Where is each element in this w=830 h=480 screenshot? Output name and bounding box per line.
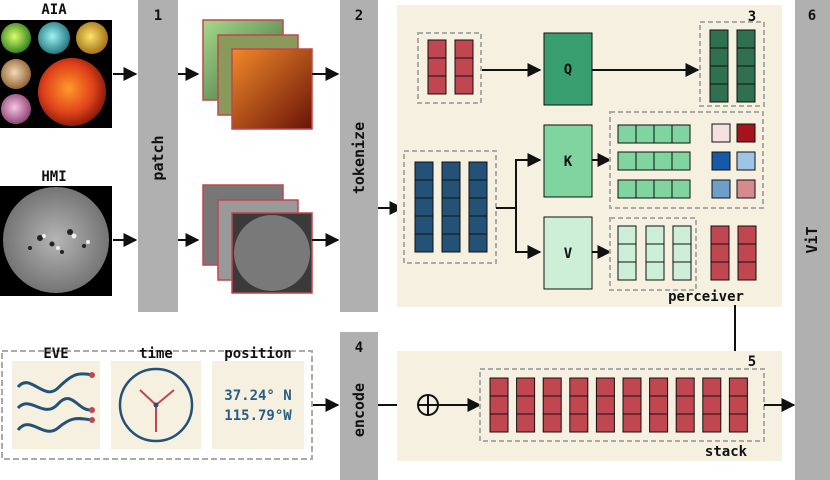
key-tokens bbox=[617, 124, 691, 199]
key-token bbox=[617, 124, 691, 144]
input-token bbox=[468, 161, 488, 253]
stacked-token bbox=[649, 377, 669, 433]
stack-number: 5 bbox=[748, 354, 756, 370]
perceiver-label: perceiver bbox=[668, 289, 744, 305]
key-projection bbox=[543, 124, 593, 198]
encode-number: 4 bbox=[355, 340, 363, 356]
input-tokens bbox=[414, 161, 488, 253]
value-label: V bbox=[564, 246, 573, 262]
latent-token bbox=[454, 39, 474, 95]
position-label: position bbox=[224, 346, 291, 362]
attended-tokens bbox=[710, 225, 757, 281]
value-tokens-box bbox=[609, 217, 697, 291]
latitude-text: 37.24° N bbox=[224, 388, 291, 404]
eve-spectra-icon bbox=[16, 372, 93, 433]
stacked-token bbox=[675, 377, 695, 433]
add-operator-icon bbox=[417, 394, 439, 416]
stacked-token bbox=[489, 377, 509, 433]
vit-panel bbox=[795, 0, 830, 480]
value-tokens bbox=[617, 225, 692, 281]
stacked-token bbox=[702, 377, 722, 433]
hmi-patch-stack bbox=[202, 184, 313, 294]
tokenize-panel bbox=[340, 0, 378, 312]
patch-panel bbox=[138, 0, 178, 312]
output-tokens-box bbox=[699, 21, 765, 107]
output-token bbox=[709, 29, 729, 103]
time-label: time bbox=[139, 346, 173, 362]
patch-number: 1 bbox=[154, 8, 162, 24]
stack-label: stack bbox=[705, 444, 748, 460]
stacked-token bbox=[542, 377, 562, 433]
attention-weight-cell bbox=[736, 179, 756, 199]
position-panel bbox=[212, 361, 304, 449]
encode-panel bbox=[340, 332, 378, 480]
attention-weight-cell bbox=[711, 151, 731, 171]
patch-label: patch bbox=[149, 135, 167, 180]
key-label: K bbox=[564, 154, 573, 170]
attended-token bbox=[710, 225, 730, 281]
output-tokens bbox=[709, 29, 756, 103]
vit-label: ViT bbox=[803, 226, 821, 253]
stacked-tokens bbox=[489, 377, 748, 433]
attention-region bbox=[609, 111, 764, 209]
value-token bbox=[672, 225, 692, 281]
key-token bbox=[617, 179, 691, 199]
hmi-label: HMI bbox=[41, 169, 66, 185]
stacked-token bbox=[516, 377, 536, 433]
value-token bbox=[645, 225, 665, 281]
stacked-token bbox=[622, 377, 642, 433]
vit-number: 6 bbox=[808, 8, 816, 24]
aia-patch-stack bbox=[202, 19, 313, 130]
attention-map bbox=[711, 123, 756, 199]
aia-images bbox=[0, 20, 112, 128]
key-token bbox=[617, 151, 691, 171]
perceiver-number: 3 bbox=[748, 9, 756, 25]
metadata-inputs-box bbox=[1, 350, 313, 460]
input-token bbox=[414, 161, 434, 253]
attention-weight-cell bbox=[711, 179, 731, 199]
latent-token bbox=[427, 39, 447, 95]
encode-label: encode bbox=[350, 383, 368, 437]
tokenize-number: 2 bbox=[355, 8, 363, 24]
stacked-token bbox=[728, 377, 748, 433]
query-label: Q bbox=[564, 62, 572, 78]
latent-tokens bbox=[427, 39, 474, 95]
latent-tokens-box bbox=[417, 32, 482, 104]
aia-label: AIA bbox=[41, 2, 67, 18]
clock-icon bbox=[118, 367, 194, 443]
output-token bbox=[736, 29, 756, 103]
stacked-token bbox=[595, 377, 615, 433]
stacked-token bbox=[569, 377, 589, 433]
attended-token bbox=[737, 225, 757, 281]
value-token bbox=[617, 225, 637, 281]
attention-weight-cell bbox=[736, 123, 756, 143]
eve-label: EVE bbox=[43, 346, 68, 362]
hmi-image bbox=[0, 186, 112, 296]
attention-weight-cell bbox=[736, 151, 756, 171]
attention-weight-cell bbox=[711, 123, 731, 143]
longitude-text: 115.79°W bbox=[224, 408, 292, 424]
tokenize-label: tokenize bbox=[350, 122, 368, 194]
value-projection bbox=[543, 216, 593, 290]
input-token bbox=[441, 161, 461, 253]
